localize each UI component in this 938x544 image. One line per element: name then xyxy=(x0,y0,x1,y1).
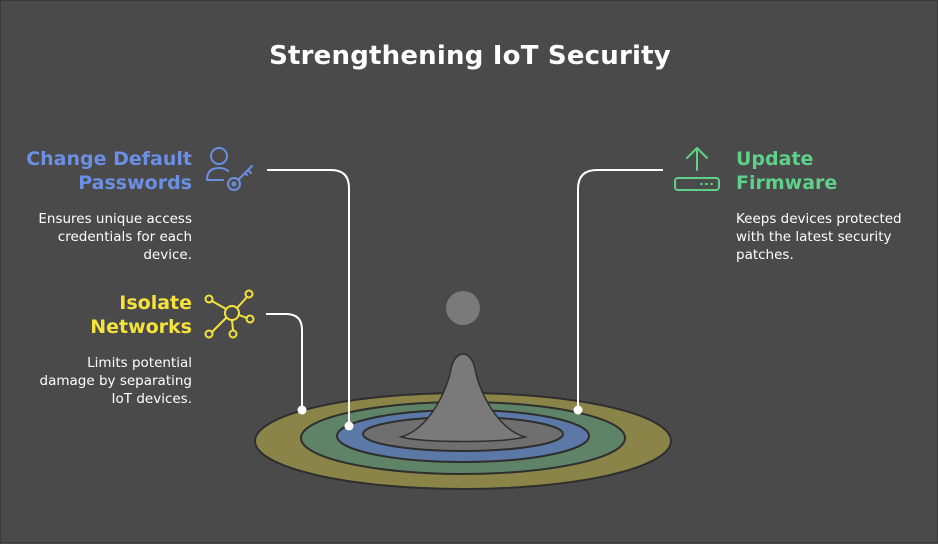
connector-networks xyxy=(266,313,303,410)
connector-firmware xyxy=(577,169,663,410)
heading-change-default-passwords: Change Default Passwords xyxy=(21,147,192,195)
droplet xyxy=(446,291,480,325)
heading-line: Firmware xyxy=(736,172,838,194)
heading-update-firmware: Update Firmware xyxy=(736,147,926,195)
description-line: with the latest security xyxy=(736,229,892,245)
firmware-upload-icon xyxy=(674,147,720,191)
description-line: Limits potential xyxy=(87,355,192,371)
ripple-peak xyxy=(398,353,528,443)
heading-line: Isolate xyxy=(119,292,192,314)
description-line: IoT devices. xyxy=(111,391,192,407)
description-line: Keeps devices protected xyxy=(736,211,902,227)
heading-line: Networks xyxy=(90,316,192,338)
description-line: device. xyxy=(143,247,192,263)
heading-line: Update xyxy=(736,148,814,170)
description-line: damage by separating xyxy=(39,373,192,389)
connector-dot-passwords xyxy=(344,421,354,431)
network-hub-icon xyxy=(204,289,255,339)
heading-line: Change Default xyxy=(26,148,192,170)
connector-dot-firmware xyxy=(573,405,583,415)
heading-line: Passwords xyxy=(78,172,192,194)
description-update-firmware: Keeps devices protected with the latest … xyxy=(736,210,931,264)
heading-isolate-networks: Isolate Networks xyxy=(21,291,192,339)
description-line: patches. xyxy=(736,247,794,263)
connector-passwords xyxy=(267,169,350,426)
user-key-icon xyxy=(206,147,253,191)
page-title: Strengthening IoT Security xyxy=(269,41,671,71)
description-line: Ensures unique access xyxy=(38,211,192,227)
description-line: credentials for each xyxy=(57,229,192,245)
connector-dot-networks xyxy=(297,405,307,415)
description-isolate-networks: Limits potential damage by separating Io… xyxy=(11,354,192,408)
description-change-default-passwords: Ensures unique access credentials for ea… xyxy=(11,210,192,264)
